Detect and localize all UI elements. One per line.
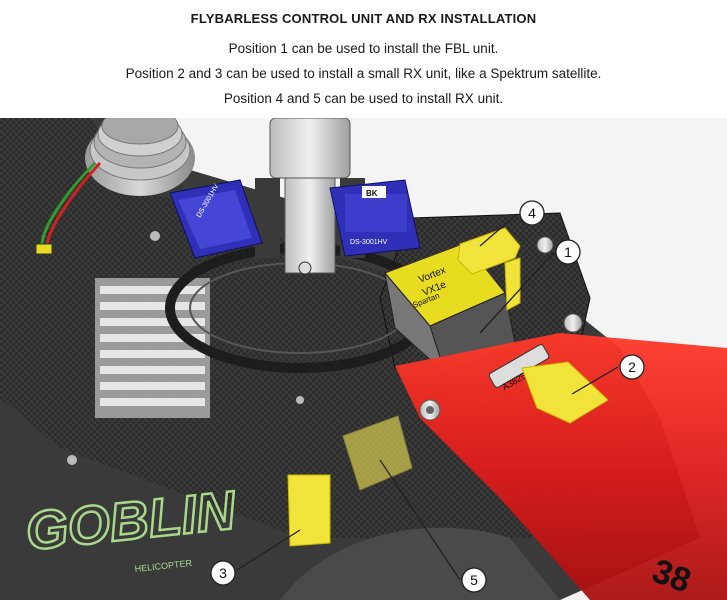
callout-1-label: 1	[564, 244, 572, 260]
instruction-line-1: Position 1 can be used to install the FB…	[228, 41, 499, 56]
fbl-unit: Vortex VX1e Spartan	[384, 242, 516, 375]
servo-right-label: DS-3001HV	[350, 239, 388, 246]
marker-4	[457, 227, 521, 275]
callout-leaders	[236, 213, 619, 581]
marker-1-side	[504, 257, 521, 311]
callout-5: 5	[461, 567, 487, 593]
page-title: FLYBARLESS CONTROL UNIT AND RX INSTALLAT…	[190, 11, 537, 26]
callout-4: 4	[519, 200, 545, 226]
callout-4-label: 4	[528, 205, 536, 221]
servo-right: BK DS-3001HV	[329, 179, 421, 257]
servo-left: DS-3001HV	[169, 179, 263, 259]
instruction-line-2: Position 2 and 3 can be used to install …	[125, 66, 602, 81]
instruction-line-3: Position 4 and 5 can be used to install …	[223, 91, 504, 106]
engine-head	[85, 118, 195, 196]
callout-1: 1	[555, 239, 581, 265]
tail-boom: 38	[395, 333, 727, 600]
callout-2-label: 2	[628, 359, 636, 375]
marker-3	[287, 474, 331, 547]
callout-3-label: 3	[219, 565, 227, 581]
position-markers	[287, 227, 609, 547]
helicopter-diagram: DS-3001HV BK DS-3001HV Vortex VX1e Spart…	[0, 118, 727, 600]
screws	[67, 231, 583, 465]
header: FLYBARLESS CONTROL UNIT AND RX INSTALLAT…	[0, 0, 727, 118]
callout-5-label: 5	[470, 572, 478, 588]
callout-2: 2	[619, 354, 645, 380]
servo-right-badge: BK	[366, 189, 378, 198]
landing-skid	[280, 527, 560, 600]
marker-2	[521, 361, 609, 424]
marker-5	[342, 415, 413, 491]
wires	[35, 161, 102, 255]
callout-3: 3	[210, 560, 236, 586]
